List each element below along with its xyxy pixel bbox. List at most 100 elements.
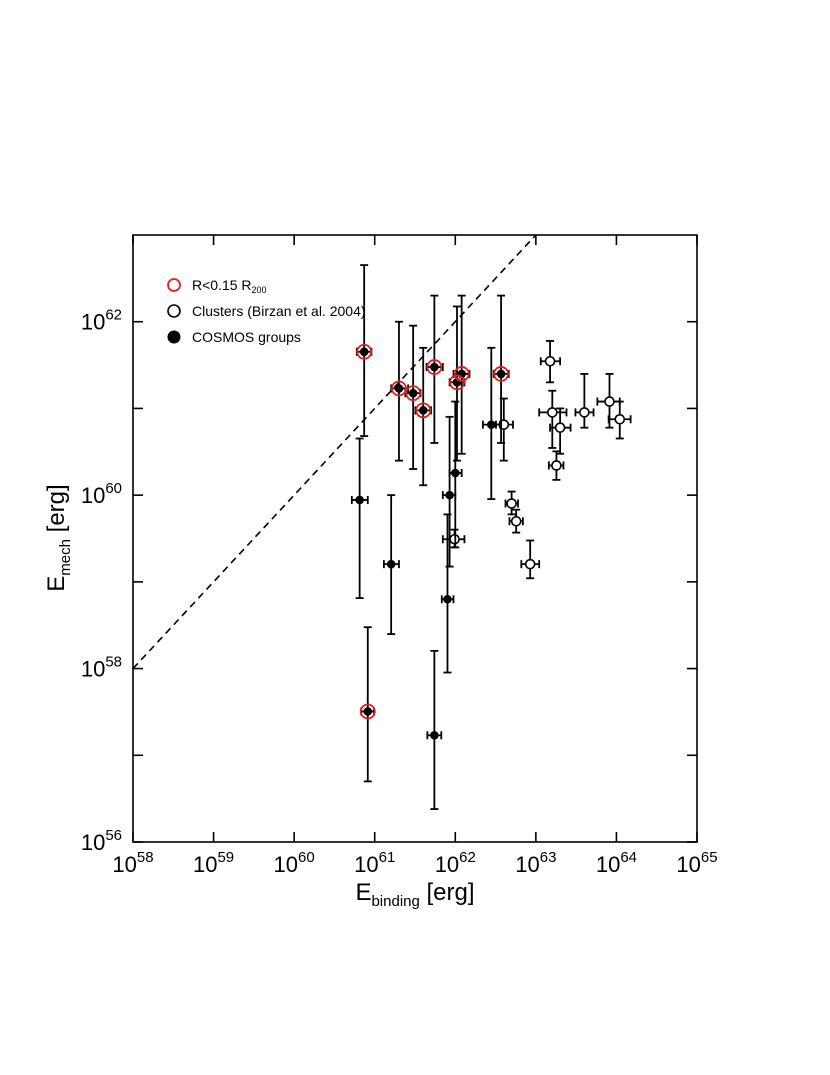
legend-label-central-text: R<0.15 R	[192, 277, 252, 293]
cosmos-group-point	[350, 437, 369, 599]
cosmos-group-marker	[496, 369, 506, 379]
cluster-marker	[524, 558, 536, 570]
reference-line-group	[133, 235, 537, 670]
x-tick-label: 1065	[676, 849, 717, 877]
x-tick-label: 1064	[596, 849, 637, 877]
cosmos-group-marker	[359, 347, 369, 357]
legend-marker-red-open-circle	[167, 278, 181, 292]
x-tick-base: 10	[676, 852, 700, 877]
x-tick-base: 10	[354, 852, 378, 877]
y-tick-base: 10	[81, 483, 105, 508]
y-axis-title-main: E	[43, 576, 70, 592]
cosmos-group-point	[481, 346, 502, 501]
legend-label-central: R<0.15 R200	[192, 277, 267, 295]
axis-ticks	[132, 235, 698, 843]
y-tick-base: 10	[81, 310, 105, 335]
cluster-marker	[614, 413, 626, 425]
y-tick-label: 1062	[81, 307, 122, 335]
x-axis-title-unit: [erg]	[420, 879, 475, 906]
y-tick-label: 1060	[81, 480, 122, 508]
central-group-marker	[453, 366, 470, 382]
y-tick-exp: 60	[105, 480, 122, 497]
cluster-point	[495, 397, 514, 462]
central-group-marker	[426, 359, 443, 375]
central-group-marker	[359, 703, 376, 720]
cosmos-group-point	[492, 294, 510, 444]
cosmos-group-marker	[408, 388, 418, 398]
cluster-marker	[547, 407, 558, 418]
x-axis-title-sub: binding	[371, 893, 419, 910]
x-tick-label: 1059	[193, 849, 234, 877]
x-tick-exp: 65	[701, 849, 718, 866]
legend-entry-central: R<0.15 R200	[167, 277, 267, 295]
y-tick-label: 1056	[81, 827, 122, 855]
x-tick-label: 1058	[112, 849, 153, 877]
cluster-marker	[579, 407, 590, 418]
x-tick-base: 10	[596, 852, 620, 877]
y-axis-title-sub: mech	[57, 539, 74, 576]
reference-line-one-to-one	[133, 235, 537, 670]
x-axis-title: Ebinding [erg]	[355, 879, 474, 910]
x-tick-exp: 58	[137, 849, 154, 866]
x-tick-label: 1062	[435, 849, 476, 877]
y-tick-exp: 56	[105, 827, 122, 844]
cluster-point	[508, 508, 524, 534]
plot-frame	[132, 234, 698, 843]
central-group-marker	[405, 385, 422, 402]
cosmos-group-marker	[355, 495, 364, 505]
cosmos-group-marker	[386, 559, 396, 569]
cosmos-group-marker	[394, 384, 404, 393]
y-tick-label: 1058	[81, 654, 122, 682]
cluster-point	[574, 373, 595, 429]
cosmos-group-point	[382, 494, 400, 635]
cosmos-group-point	[440, 513, 455, 674]
cosmos-group-point	[425, 294, 444, 444]
data-points	[350, 264, 632, 810]
x-tick-exp: 61	[379, 849, 396, 866]
x-tick-base: 10	[274, 852, 298, 877]
x-axis-title-main: E	[355, 879, 371, 906]
y-tick-exp: 58	[105, 654, 122, 671]
x-tick-base: 10	[435, 852, 459, 877]
cosmos-group-point	[448, 400, 463, 549]
cluster-marker	[604, 396, 615, 407]
cosmos-group-marker	[487, 420, 496, 429]
x-tick-label: 1060	[274, 849, 315, 877]
cluster-point	[607, 400, 632, 440]
cluster-marker	[551, 460, 562, 471]
x-tick-base: 10	[515, 852, 539, 877]
x-tick-label: 1063	[515, 849, 556, 877]
cluster-marker	[554, 422, 566, 433]
cluster-marker	[506, 498, 517, 509]
cluster-marker	[544, 355, 556, 367]
y-tick-base: 10	[81, 830, 105, 855]
cosmos-group-marker	[430, 731, 439, 740]
y-tick-exp: 62	[105, 307, 122, 324]
x-tick-exp: 59	[217, 849, 234, 866]
cluster-point	[441, 528, 466, 549]
cosmos-group-point	[390, 320, 410, 462]
x-tick-exp: 62	[459, 849, 476, 866]
x-tick-exp: 60	[298, 849, 315, 866]
central-group-marker	[493, 366, 509, 382]
legend-marker-open-circle	[167, 304, 181, 318]
central-group-marker	[356, 343, 373, 360]
cluster-point	[547, 450, 565, 481]
cosmos-group-marker	[363, 707, 373, 716]
cluster-point	[504, 490, 519, 516]
legend: R<0.15 R200 Clusters (Birzan et al. 2004…	[167, 277, 366, 345]
cosmos-group-point	[355, 264, 373, 437]
central-group-marker	[449, 374, 465, 391]
central-group-marker	[415, 402, 432, 419]
x-tick-exp: 64	[620, 849, 637, 866]
x-tick-label: 1061	[354, 849, 395, 877]
cosmos-group-marker	[443, 594, 452, 604]
cluster-point	[520, 539, 541, 580]
cluster-point	[549, 407, 572, 455]
legend-label-central-sub: 200	[252, 285, 267, 295]
y-tick-base: 10	[81, 657, 105, 682]
legend-label-clusters: Clusters (Birzan et al. 2004)	[192, 303, 366, 319]
cosmos-group-marker	[430, 362, 439, 372]
y-axis-title-unit: [erg]	[43, 484, 70, 539]
